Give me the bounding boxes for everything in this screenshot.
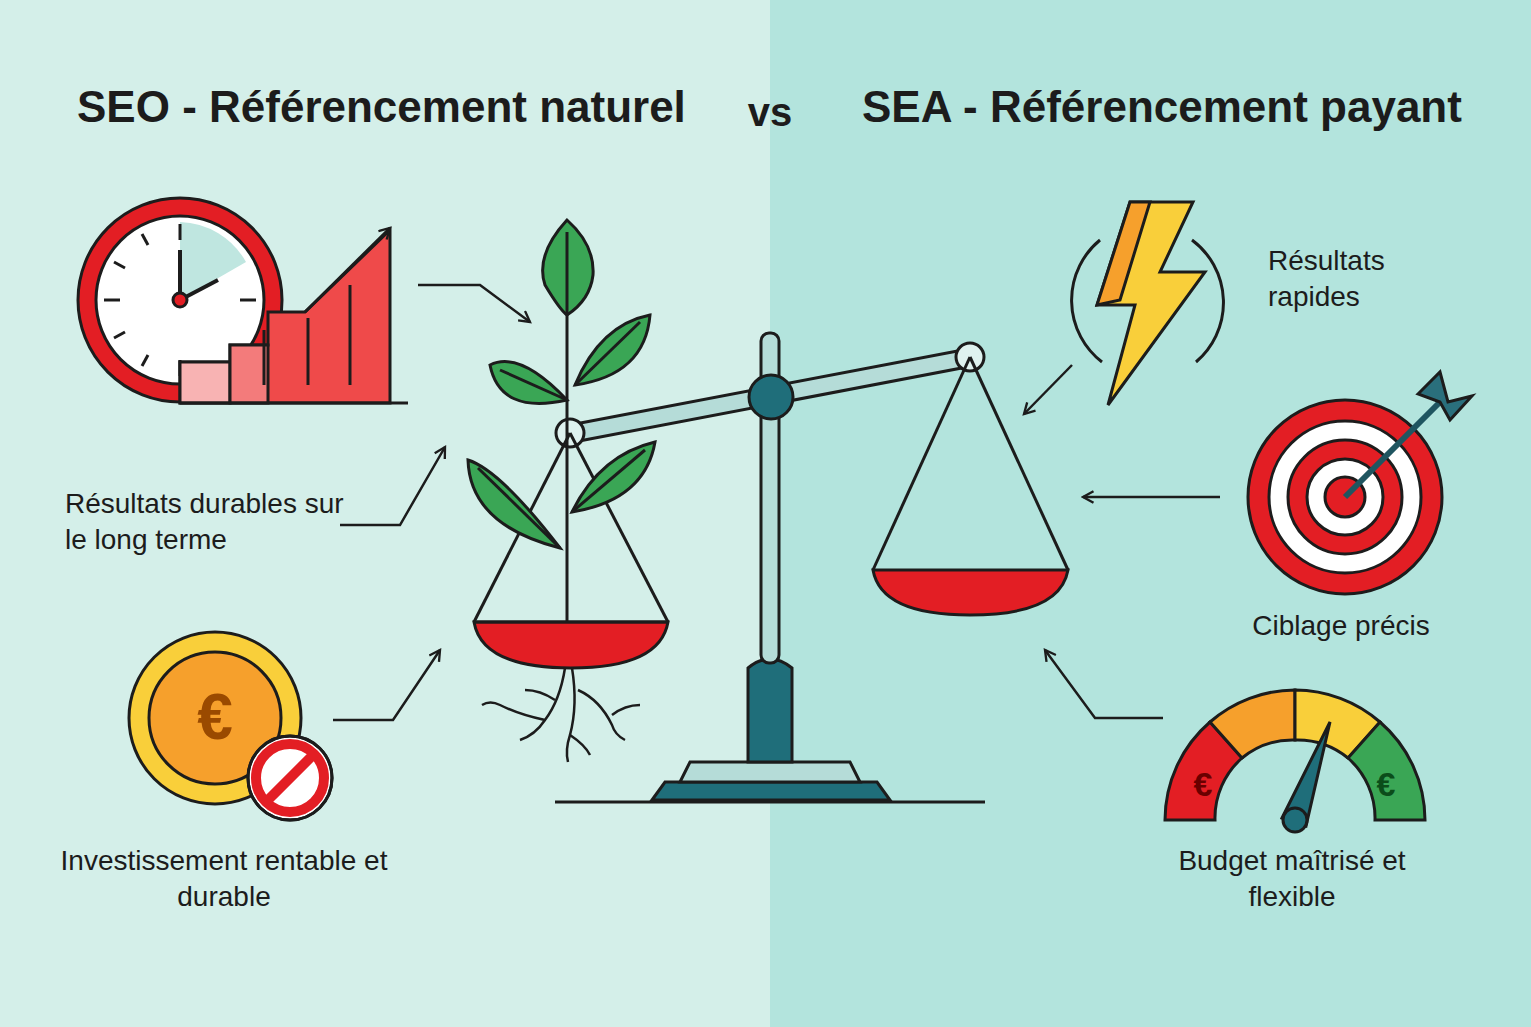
coin-icon	[129, 632, 332, 820]
currency-symbol: €	[1194, 762, 1213, 806]
heading: SEO - Référencement naturel	[77, 78, 717, 135]
currency-symbol: €	[197, 676, 233, 759]
right-panel	[770, 0, 1531, 1027]
benefit-label: Budget maîtrisé et flexible	[1157, 843, 1427, 916]
benefit-label: Résultats rapides	[1268, 243, 1468, 316]
plant	[468, 220, 655, 762]
clock-chart-icon	[78, 198, 408, 403]
leader-arrows	[333, 285, 1220, 720]
gauge-icon	[1165, 690, 1425, 832]
target-icon	[1248, 372, 1472, 594]
left-panel	[0, 0, 770, 1027]
lightning-icon	[1072, 202, 1224, 405]
benefit-label: Investissement rentable et durable	[59, 843, 389, 916]
currency-symbol: €	[1377, 762, 1396, 806]
balance-scale	[474, 333, 1068, 802]
heading: SEA - Référencement payant	[862, 78, 1502, 135]
versus-text: vs	[748, 86, 793, 138]
benefit-label: Ciblage précis	[1211, 608, 1471, 644]
benefit-label: Résultats durables sur le long terme	[65, 486, 365, 559]
